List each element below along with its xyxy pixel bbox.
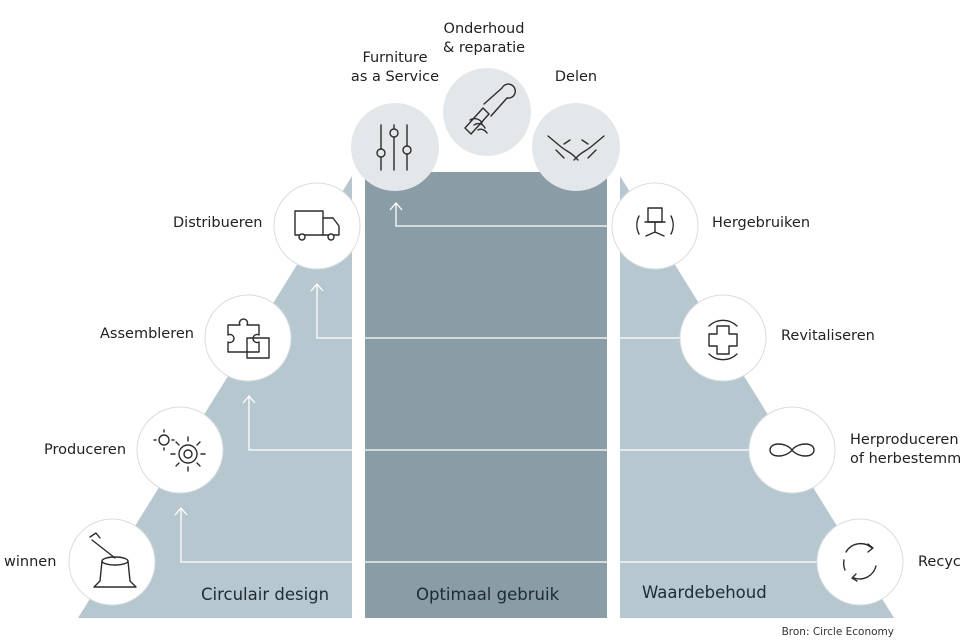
label-remanufacture: Herproduceren of herbestemme	[850, 432, 960, 467]
truck-icon	[294, 210, 340, 241]
circle-distribute	[273, 182, 361, 270]
label-faas: Furniture as a Service	[350, 50, 440, 85]
section-circular-design: Circulair design	[201, 585, 330, 604]
recycle-arrows-icon	[842, 542, 877, 582]
sliders-icon	[376, 124, 412, 171]
arrow-head-reuse	[389, 202, 403, 211]
medical-cross-icon	[708, 319, 738, 361]
gears-icon	[153, 429, 206, 472]
circle-revitalise	[679, 294, 767, 382]
flow-line-reuse	[395, 204, 612, 227]
office-chair-icon	[636, 207, 674, 237]
source-credit: Bron: Circle Economy	[781, 626, 894, 638]
flow-line-recycle	[180, 509, 818, 563]
pyramid-center-panel	[365, 172, 607, 618]
hands-icon	[547, 135, 605, 161]
pyramid-right-panel	[620, 176, 894, 618]
infinity-icon	[769, 443, 815, 457]
wrench-hand-icon	[464, 83, 516, 135]
section-optimal-use: Optimaal gebruik	[416, 585, 560, 604]
label-maintenance: Onderhoud & reparatie	[442, 21, 526, 56]
circle-extract	[68, 518, 156, 606]
arrow-head-remanufacture	[242, 395, 256, 404]
pyramid-left-panel	[78, 176, 352, 618]
flow-lines	[174, 202, 818, 563]
circle-recycle	[816, 518, 904, 606]
tree-stump-axe-icon	[89, 532, 137, 588]
label-extract: winnen	[4, 554, 57, 570]
label-reuse: Hergebruiken	[712, 215, 811, 231]
circle-sharing	[532, 103, 620, 191]
flow-line-revitalise	[316, 285, 682, 339]
label-sharing: Delen	[554, 69, 598, 85]
arrow-head-revitalise	[310, 283, 324, 292]
label-produce: Produceren	[44, 442, 127, 458]
label-assemble: Assembleren	[100, 326, 194, 342]
flow-line-remanufacture	[248, 397, 750, 451]
label-revitalise: Revitaliseren	[781, 328, 875, 344]
section-value-retention: Waardebehoud	[642, 583, 767, 602]
label-distribute: Distribueren	[173, 215, 263, 231]
label-recycle: Recycl	[918, 554, 960, 570]
puzzle-icon	[227, 318, 270, 359]
circle-faas	[351, 103, 439, 191]
arrow-head-recycle	[174, 507, 188, 516]
